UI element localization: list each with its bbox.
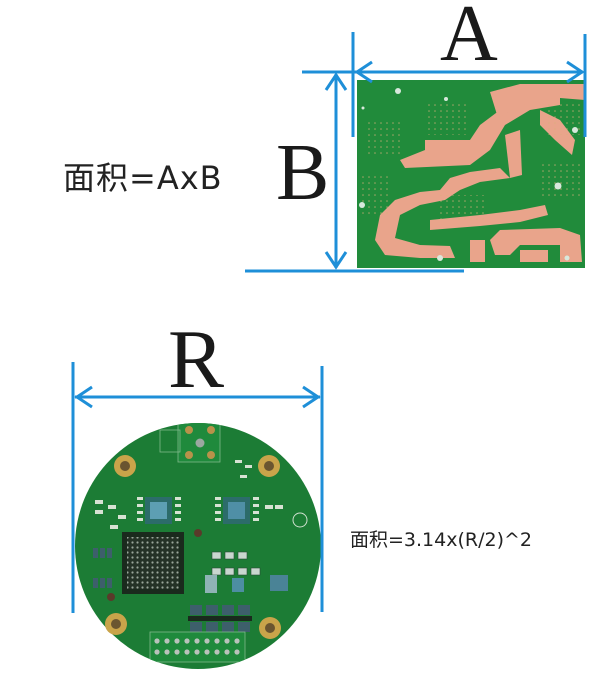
rectangular-pcb <box>357 80 585 268</box>
dimension-label-r: R <box>168 313 225 406</box>
dimension-a <box>351 32 587 137</box>
rect-area-formula: 面积=AxB <box>63 159 223 197</box>
dimension-r <box>71 362 324 613</box>
mount-holes <box>105 455 281 639</box>
dimension-b <box>245 70 464 273</box>
dimension-label-b: B <box>276 129 330 217</box>
round-pcb <box>75 423 321 669</box>
dimension-label-a: A <box>440 0 498 78</box>
round-area-formula: 面积=3.14x(R/2)^2 <box>350 529 532 551</box>
